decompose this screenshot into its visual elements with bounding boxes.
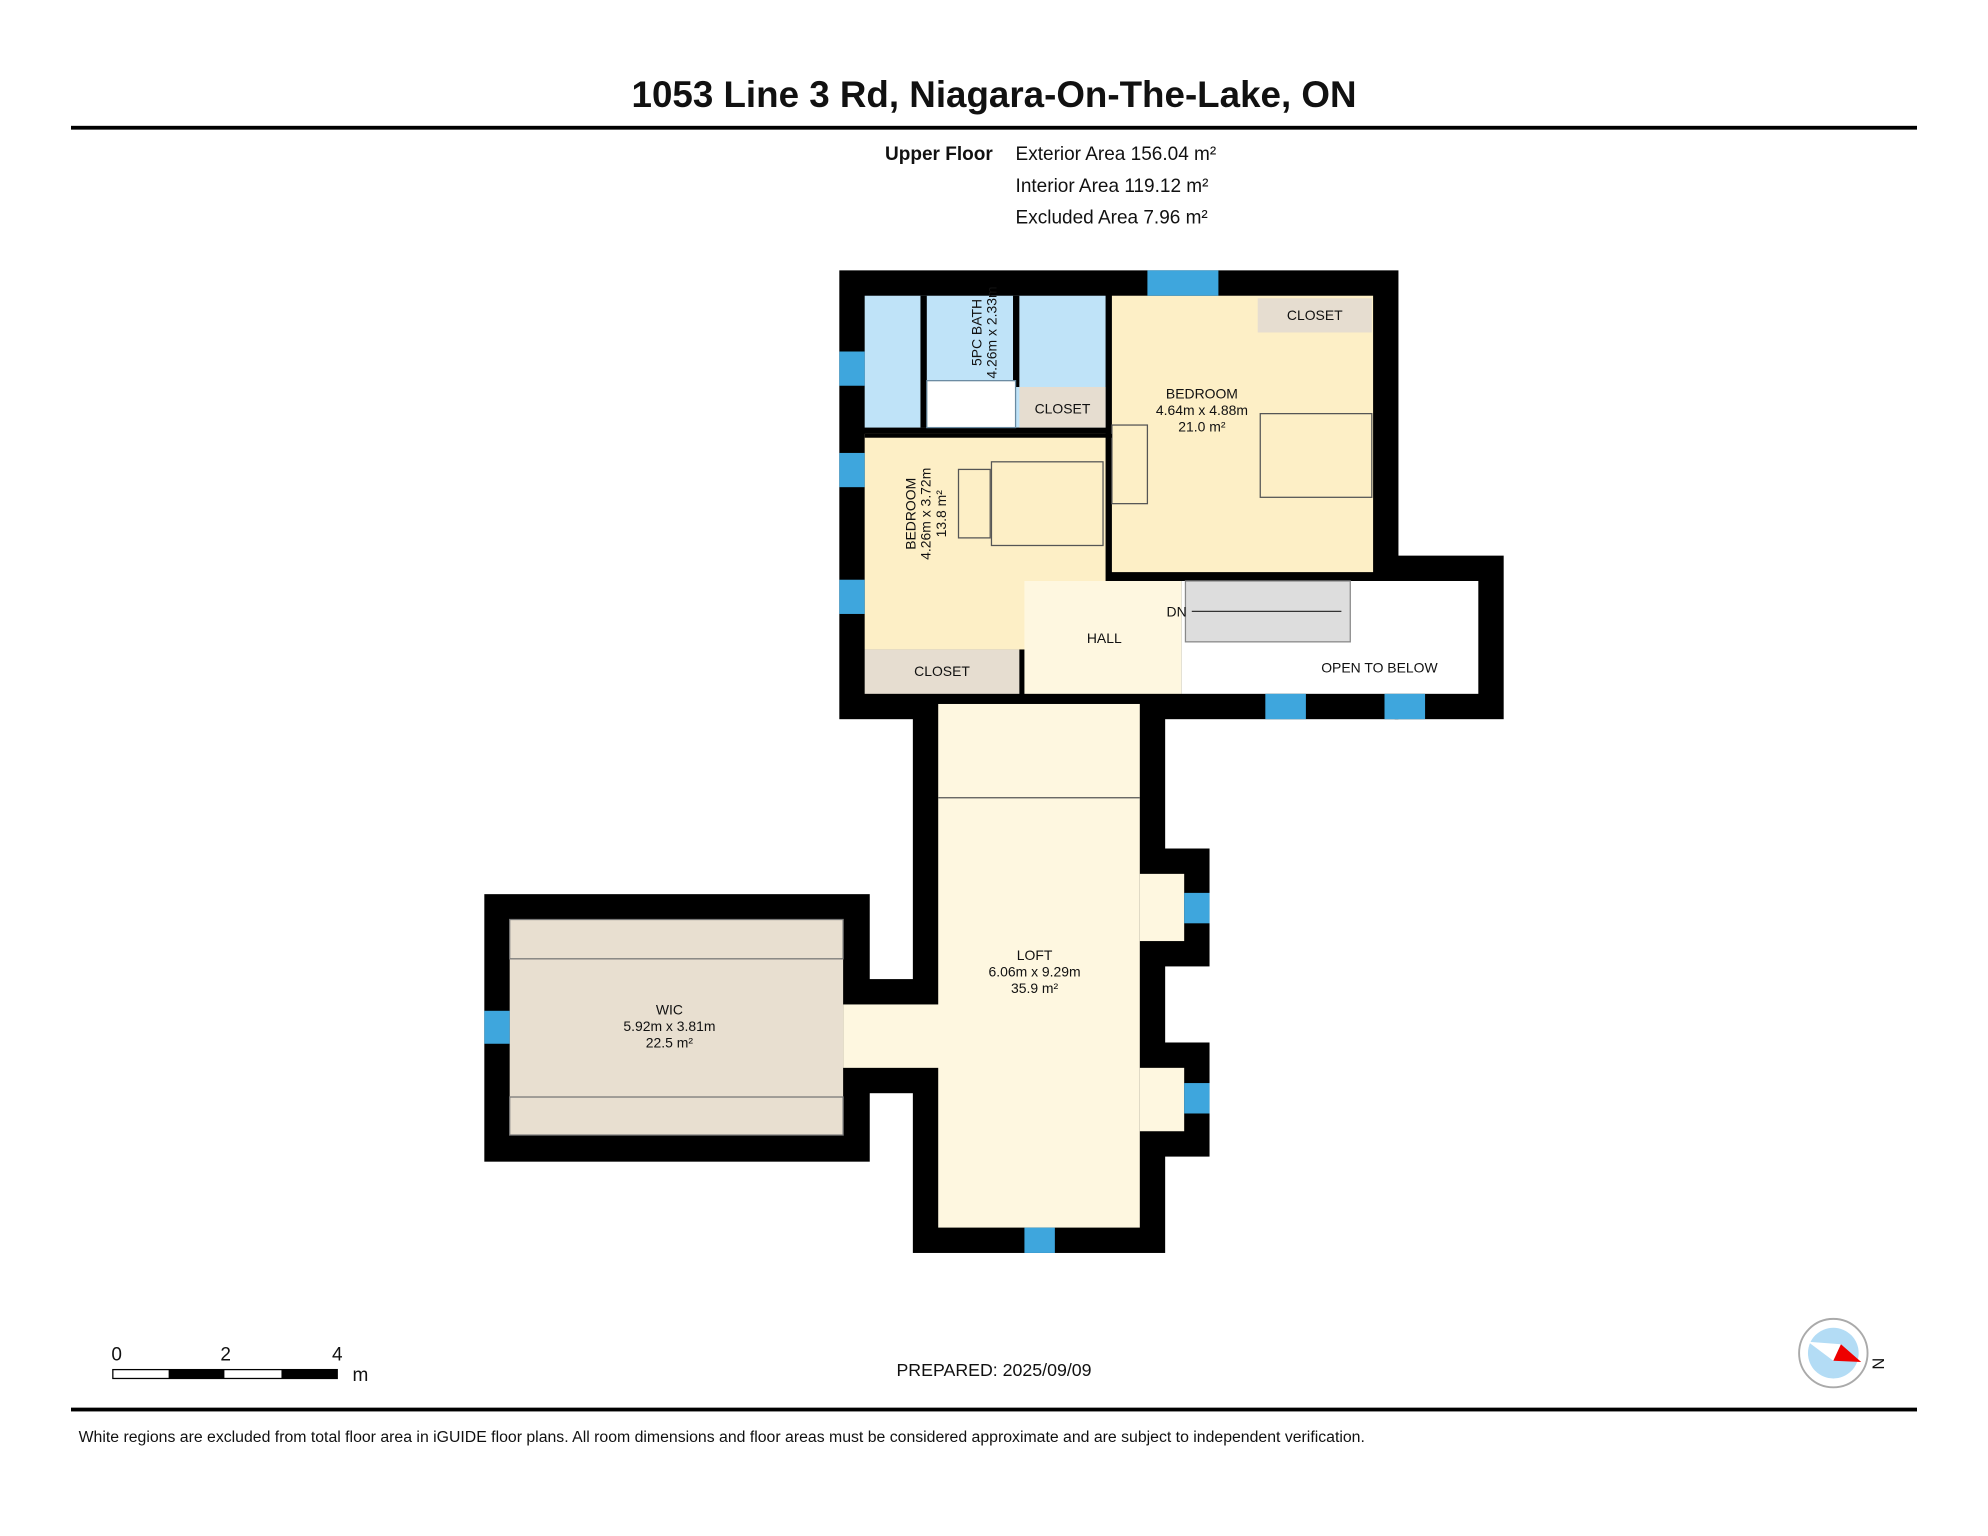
header-rule: [71, 125, 1917, 130]
wic-area: 22.5 m²: [646, 1035, 694, 1051]
bedroom2-dims: 4.26m x 3.72m: [918, 468, 934, 560]
prepared-date: PREPARED: 2025/09/09: [896, 1360, 1091, 1380]
closet-label: CLOSET: [1287, 307, 1343, 323]
floor-name: Upper Floor: [885, 144, 993, 165]
footer-disclaimer: White regions are excluded from total fl…: [79, 1429, 1365, 1446]
open-below-label: OPEN TO BELOW: [1321, 659, 1438, 675]
wic-name: WIC: [656, 1002, 683, 1018]
scale-unit: m: [352, 1365, 368, 1386]
rooms: [509, 295, 1479, 1228]
closet-bath: [1019, 387, 1106, 428]
bath-name: 5PC BATH: [968, 299, 984, 366]
hall: [1024, 580, 1182, 694]
excluded-area: Excluded Area 7.96 m²: [1016, 207, 1208, 228]
loft-area: 35.9 m²: [1011, 980, 1059, 996]
wic-dims: 5.92m x 3.81m: [623, 1018, 715, 1034]
closet-bedroom1: [1257, 298, 1372, 333]
stairs-label: DN: [1167, 603, 1187, 619]
loft-name: LOFT: [1017, 947, 1053, 963]
closet-bedroom2: [864, 649, 1020, 694]
bedroom1-area: 21.0 m²: [1178, 418, 1226, 434]
footer-rule: [71, 1407, 1917, 1412]
bedroom1-dims: 4.64m x 4.88m: [1156, 402, 1248, 418]
loft: [938, 703, 1140, 1228]
page-title: 1053 Line 3 Rd, Niagara-On-The-Lake, ON: [632, 74, 1357, 115]
closet-label: CLOSET: [1035, 401, 1091, 417]
scale-tick: 2: [220, 1345, 231, 1366]
bedroom2-name: BEDROOM: [902, 478, 918, 550]
scale-tick: 4: [332, 1345, 343, 1366]
windows: [484, 270, 1426, 1253]
wic: [509, 919, 844, 1136]
interior-area: Interior Area 119.12 m²: [1016, 176, 1209, 197]
compass-label: N: [1870, 1358, 1888, 1370]
bedroom2-area: 13.8 m²: [933, 490, 949, 538]
bedroom1-name: BEDROOM: [1166, 385, 1238, 401]
compass-icon: N: [1798, 1317, 1888, 1389]
loft-dims: 6.06m x 9.29m: [988, 964, 1080, 980]
closet-label: CLOSET: [914, 663, 970, 679]
exterior-area: Exterior Area 156.04 m²: [1016, 144, 1217, 165]
room-labels: 5PC BATH 4.26m x 2.33m BEDROOM 4.64m x 4…: [623, 286, 1438, 1050]
scale-bar: 0 2 4 m: [111, 1345, 368, 1386]
bath-dims: 4.26m x 2.33m: [984, 286, 1000, 378]
scale-tick: 0: [111, 1345, 122, 1366]
bedroom-1: [1111, 295, 1374, 573]
hall-label: HALL: [1087, 630, 1122, 646]
